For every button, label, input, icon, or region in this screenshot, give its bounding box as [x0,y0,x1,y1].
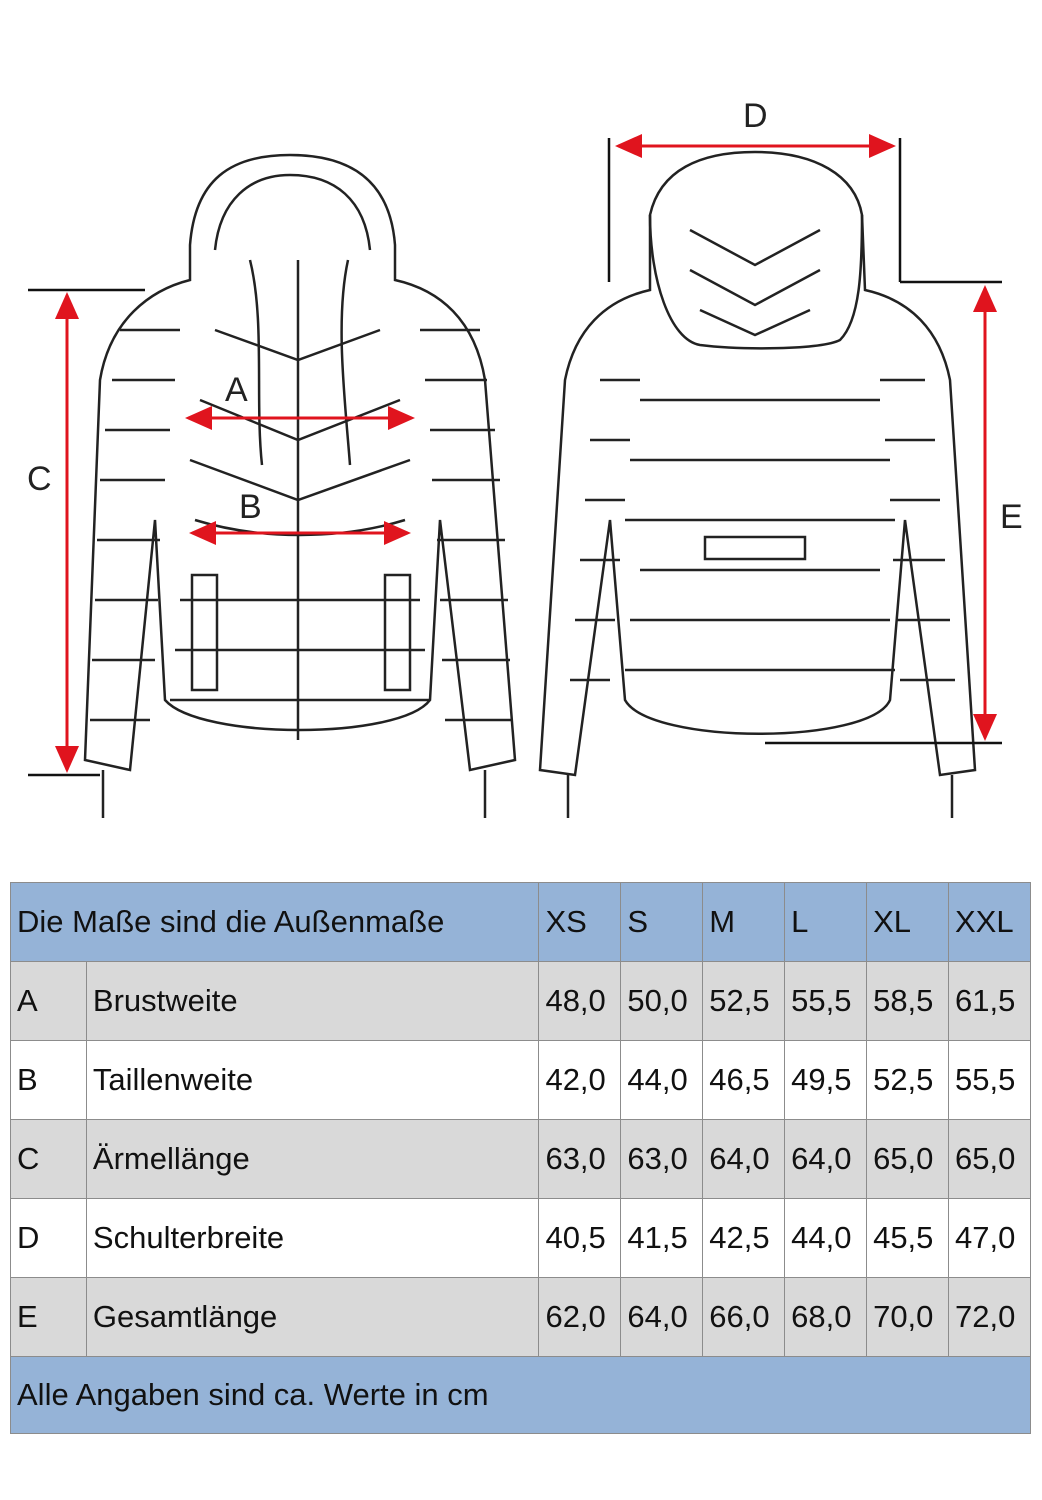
row-value: 62,0 [538,1277,622,1357]
row-key: D [10,1198,87,1278]
row-value: 68,0 [784,1277,868,1357]
size-xxl: XXL [947,882,1032,962]
row-value: 63,0 [538,1119,622,1199]
row-value: 66,0 [702,1277,786,1357]
row-value: 65,0 [947,1119,1032,1199]
row-value: 44,0 [784,1198,868,1278]
size-s: S [620,882,704,962]
row-name: Gesamtlänge [85,1277,540,1357]
row-value: 45,5 [866,1198,949,1278]
row-value: 55,5 [947,1040,1032,1120]
row-value: 64,0 [620,1277,704,1357]
row-key: B [10,1040,87,1120]
row-name: Schulterbreite [85,1198,540,1278]
measurement-arrows [55,134,997,773]
row-value: 52,5 [866,1040,949,1120]
front-jacket-drawing [83,153,517,818]
row-value: 64,0 [702,1119,786,1199]
row-value: 63,0 [620,1119,704,1199]
row-value: 42,0 [538,1040,622,1120]
jacket-drawings [28,134,1002,818]
row-value: 64,0 [784,1119,868,1199]
row-value: 58,5 [866,961,949,1041]
size-table: Die Maße sind die Außenmaße XS S M L XL … [9,882,1032,1434]
label-b: B [239,488,262,526]
label-a: A [225,371,248,409]
size-l: L [784,882,868,962]
row-value: 41,5 [620,1198,704,1278]
row-key: C [10,1119,87,1199]
label-c: C [27,460,52,498]
size-m: M [702,882,786,962]
jacket-measurement-diagram: A B C D E [27,97,1023,818]
row-value: 55,5 [784,961,868,1041]
table-footer: Alle Angaben sind ca. Werte in cm [10,1356,1031,1434]
back-jacket-drawing [538,150,977,818]
row-name: Taillenweite [85,1040,540,1120]
footer-note: Alle Angaben sind ca. Werte in cm [10,1356,1031,1434]
row-value: 52,5 [702,961,786,1041]
row-value: 70,0 [866,1277,949,1357]
row-value: 44,0 [620,1040,704,1120]
row-value: 40,5 [538,1198,622,1278]
row-value: 61,5 [947,961,1032,1041]
row-value: 49,5 [784,1040,868,1120]
table-header: Die Maße sind die Außenmaße XS S M L XL … [9,882,1032,962]
label-d: D [743,97,768,135]
row-value: 47,0 [947,1198,1032,1278]
label-e: E [1000,498,1023,536]
measurement-guides [28,138,1002,777]
row-key: A [10,961,87,1041]
row-value: 65,0 [866,1119,949,1199]
header-title: Die Maße sind die Außenmaße [9,882,540,962]
row-value: 50,0 [620,961,704,1041]
row-value: 48,0 [538,961,622,1041]
size-xl: XL [866,882,949,962]
row-name: Brustweite [85,961,540,1041]
row-key: E [10,1277,87,1357]
size-xs: XS [538,882,622,962]
row-value: 72,0 [947,1277,1032,1357]
row-value: 42,5 [702,1198,786,1278]
row-value: 46,5 [702,1040,786,1120]
row-name: Ärmellänge [85,1119,540,1199]
